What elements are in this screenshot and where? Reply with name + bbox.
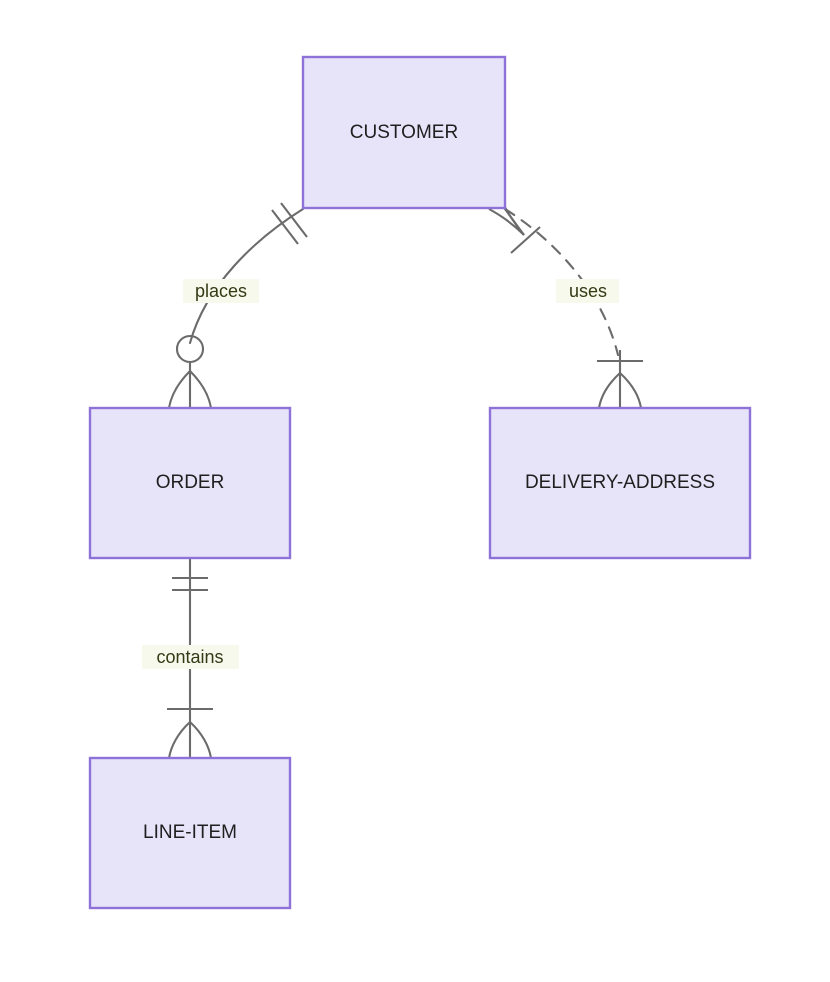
entity-customer-box[interactable] — [301, 55, 507, 210]
contains-order-cardinality-exactly-one — [172, 576, 208, 592]
places-label-background — [183, 279, 259, 303]
entity-line-item[interactable]: LINE-ITEM — [88, 756, 292, 910]
entity-delivery-address-box[interactable] — [488, 406, 752, 560]
entity-order-box[interactable] — [88, 406, 292, 560]
uses-delivery-address-cardinality-one-or-more — [597, 350, 643, 409]
places-connector — [188, 207, 305, 345]
entity-line-item-label: LINE-ITEM — [143, 822, 237, 843]
contains-label: contains — [156, 647, 223, 667]
places-label: places — [195, 281, 247, 301]
entity-customer[interactable]: CUSTOMER — [301, 55, 507, 210]
entity-order[interactable]: ORDER — [88, 406, 292, 560]
entity-line-item-box[interactable] — [88, 756, 292, 910]
entity-delivery-address-label: DELIVERY-ADDRESS — [525, 472, 715, 493]
relationship-contains[interactable]: contains — [142, 556, 239, 760]
contains-line-item-cardinality-one-or-more — [167, 707, 213, 759]
uses-label: uses — [569, 281, 607, 301]
entity-customer-label: CUSTOMER — [350, 122, 458, 143]
contains-label-background — [142, 645, 239, 669]
uses-connector — [503, 207, 620, 357]
relationship-uses[interactable]: uses — [488, 196, 643, 409]
entity-order-label: ORDER — [156, 472, 225, 493]
entity-delivery-address[interactable]: DELIVERY-ADDRESS — [488, 406, 752, 560]
places-order-cardinality-zero-or-more — [167, 334, 213, 409]
places-customer-cardinality-exactly-one — [271, 202, 308, 245]
uses-label-background — [556, 279, 619, 303]
relationship-places[interactable]: places — [167, 202, 308, 409]
